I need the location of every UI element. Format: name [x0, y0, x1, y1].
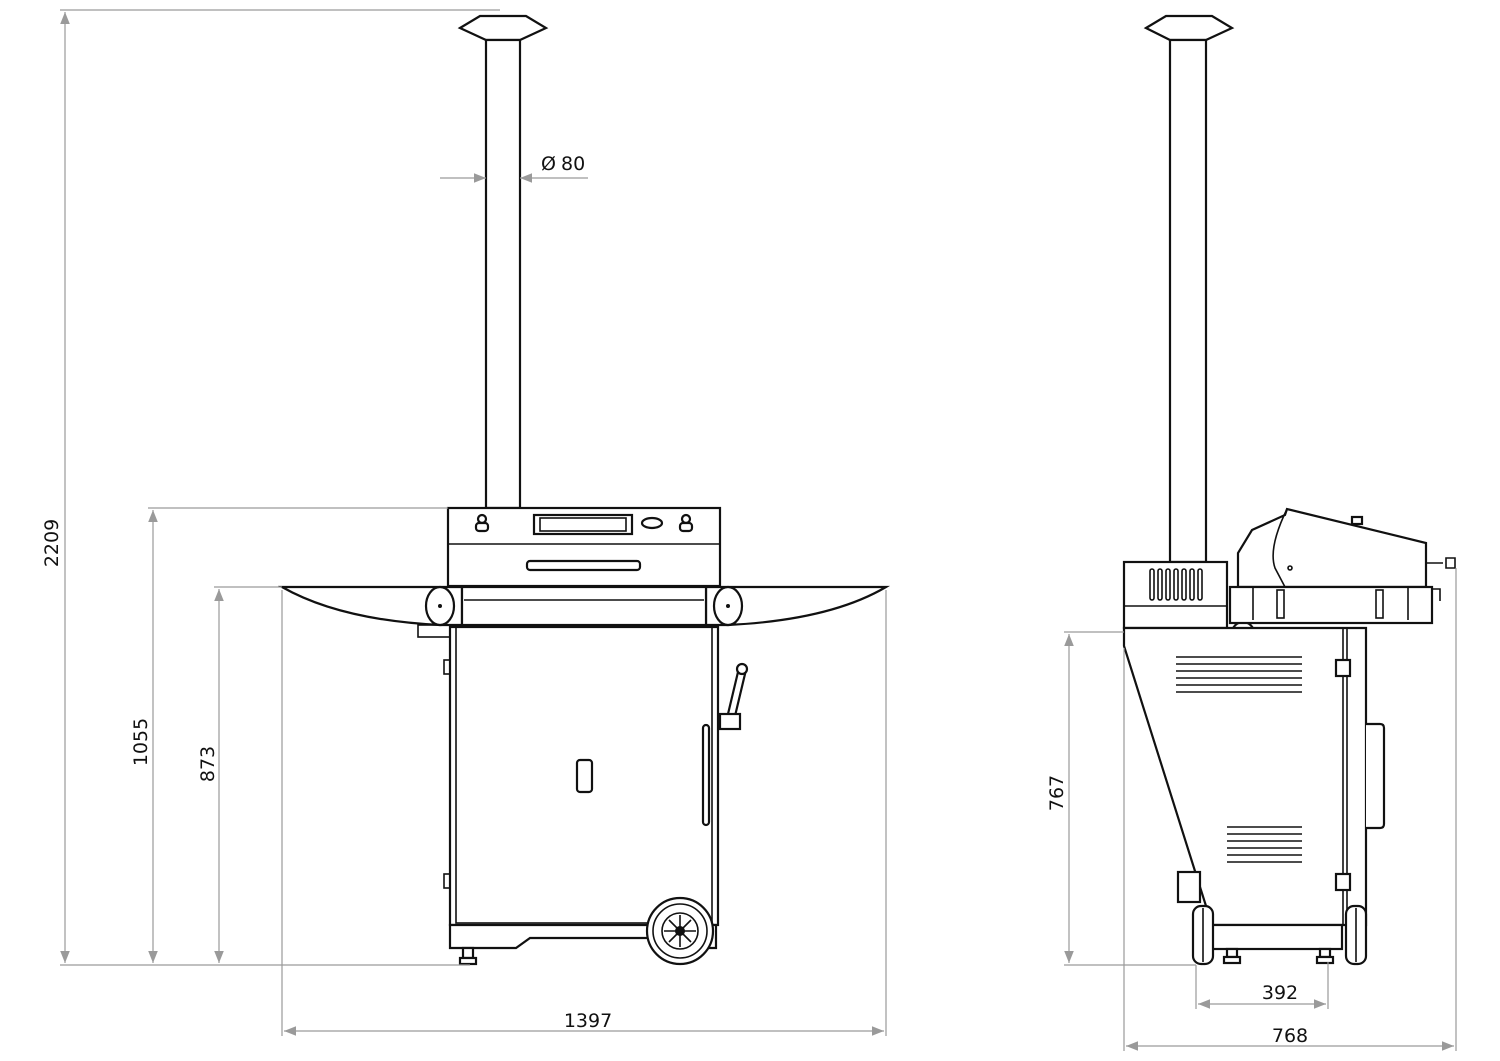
cabinet-side — [1122, 626, 1386, 965]
dim-chimney-diameter: 80 — [561, 153, 585, 175]
front-dimensions: 2209 1055 873 Ø 80 1397 — [41, 9, 887, 1036]
grill-tray — [1228, 585, 1441, 625]
wheel-side-left — [1191, 904, 1215, 966]
grill-hood — [1236, 507, 1456, 589]
side-view — [1122, 14, 1456, 966]
dim-total-width: 1397 — [564, 1010, 612, 1032]
vent-lower — [1227, 826, 1302, 863]
grill-head — [446, 506, 722, 627]
dim-grill-top-height: 1055 — [130, 718, 152, 766]
side-shelf-left — [277, 585, 464, 638]
front-view — [277, 14, 891, 966]
dim-cabinet-height: 767 — [1046, 775, 1068, 811]
diameter-symbol: Ø — [541, 153, 556, 175]
side-dimensions: 767 392 768 — [1046, 568, 1457, 1051]
chimney — [457, 14, 549, 510]
lever — [718, 662, 749, 731]
knob-right-icon — [678, 513, 694, 533]
dim-wheelbase: 392 — [1262, 982, 1298, 1004]
wheel-front — [645, 896, 715, 966]
dim-total-depth: 768 — [1272, 1025, 1308, 1047]
dim-shelf-height: 873 — [197, 746, 219, 782]
side-shelf-right — [704, 585, 891, 627]
side-handle — [1366, 722, 1386, 830]
dim-total-height: 2209 — [41, 519, 63, 567]
cabinet — [443, 625, 749, 966]
knob-left-icon — [474, 513, 490, 533]
door-handle — [575, 758, 594, 794]
chimney-side — [1143, 14, 1235, 564]
wheel-side-right — [1344, 904, 1368, 966]
vent-upper — [1176, 656, 1302, 693]
